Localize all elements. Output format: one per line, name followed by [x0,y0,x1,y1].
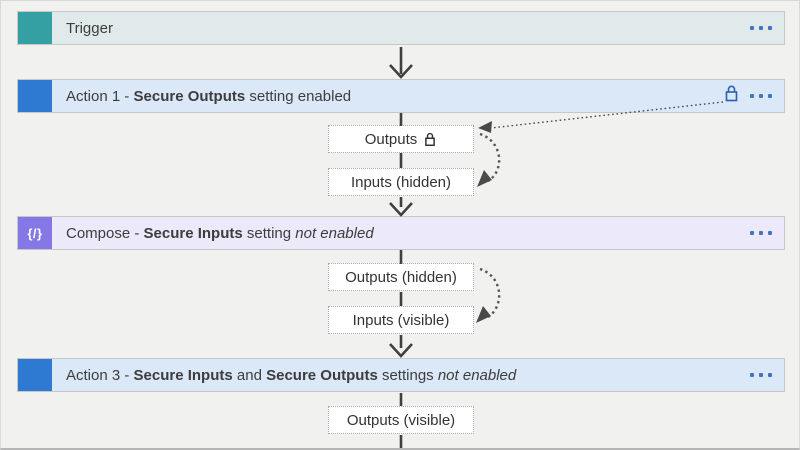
dot[interactable] [768,373,772,377]
dot[interactable] [759,26,763,30]
dot[interactable] [750,231,754,235]
trigger-title: Trigger [66,19,113,37]
dot[interactable] [750,26,754,30]
ellipsis-icon[interactable] [750,373,772,377]
dot[interactable] [768,26,772,30]
action-icon [18,80,52,112]
dot[interactable] [768,231,772,235]
ellipsis-icon[interactable] [750,94,772,98]
iobox-label: Outputs [364,130,418,148]
iobox-label: Inputs (visible) [352,311,450,329]
secure-lock-icon [723,84,740,109]
compose-title: Compose - Secure Inputs setting not enab… [66,224,374,242]
action1-card[interactable]: Action 1 - Secure Outputs setting enable… [17,79,785,113]
action1-title: Action 1 - Secure Outputs setting enable… [66,87,352,105]
compose-card[interactable]: {/} Compose - Secure Inputs setting not … [17,216,785,250]
action3-title: Action 3 - Secure Inputs and Secure Outp… [66,366,517,384]
dot[interactable] [759,231,763,235]
outputs-to-inputs-arrow-2 [476,267,501,323]
dot[interactable] [768,94,772,98]
dot[interactable] [750,373,754,377]
dot[interactable] [759,373,763,377]
dot[interactable] [750,94,754,98]
action1-inputs-box: Inputs (hidden) [328,168,474,196]
action3-card[interactable]: Action 3 - Secure Inputs and Secure Outp… [17,358,785,392]
trigger-card[interactable]: Trigger [17,11,785,45]
compose-outputs-box: Outputs (hidden) [328,263,474,291]
iobox-label: Outputs (hidden) [345,268,457,286]
action1-outputs-box: Outputs [328,125,474,153]
dot[interactable] [759,94,763,98]
compose-inputs-box: Inputs (visible) [328,306,474,334]
iobox-label: Outputs (visible) [346,411,456,429]
iobox-label: Inputs (hidden) [350,173,452,191]
outputs-to-inputs-arrow-1 [477,132,501,187]
ellipsis-icon[interactable] [750,231,772,235]
compose-icon: {/} [18,217,52,249]
action-icon [18,359,52,391]
trigger-icon [18,12,52,44]
lock-icon [425,132,436,146]
ellipsis-icon[interactable] [750,26,772,30]
action3-outputs-box: Outputs (visible) [328,406,474,434]
